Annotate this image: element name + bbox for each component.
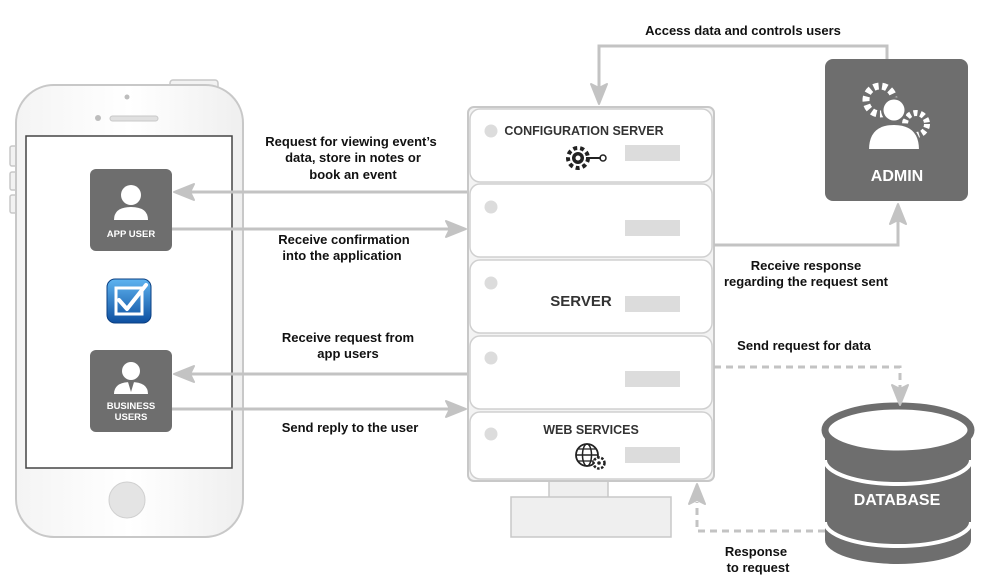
label-send-request-data: Send request for data bbox=[737, 338, 871, 353]
database-label: DATABASE bbox=[854, 492, 941, 509]
label-send-reply: Send reply to the user bbox=[282, 420, 419, 435]
label-request-view-1: Request for viewing event’s bbox=[265, 134, 436, 149]
server-label: SERVER bbox=[550, 293, 612, 310]
server-slot bbox=[625, 145, 680, 161]
admin-panel[interactable]: ADMIN bbox=[825, 59, 968, 201]
admin-gears-user-icon bbox=[862, 82, 930, 151]
label-receive-request-2: app users bbox=[317, 346, 378, 361]
business-users-label-line2: USERS bbox=[115, 412, 148, 423]
server-slot bbox=[625, 220, 680, 236]
admin-label: ADMIN bbox=[871, 168, 923, 185]
business-users-label-line1: BUSINESS bbox=[107, 401, 156, 412]
label-request-view-2: data, store in notes or bbox=[285, 150, 421, 165]
business-user-icon bbox=[114, 362, 148, 394]
phone-speaker bbox=[109, 115, 159, 122]
server-led bbox=[484, 124, 498, 138]
user-icon bbox=[114, 185, 148, 220]
arrow-send-request-data bbox=[714, 365, 909, 406]
arrow-request-view bbox=[173, 183, 468, 201]
server-slot bbox=[625, 371, 680, 387]
phone-home-button[interactable] bbox=[108, 481, 146, 519]
arrow-access-data bbox=[590, 44, 889, 105]
arrow-send-reply bbox=[172, 400, 467, 418]
web-services-label: WEB SERVICES bbox=[543, 423, 639, 437]
server-unit-main[interactable]: SERVER bbox=[469, 259, 713, 334]
server-unit-4[interactable] bbox=[469, 335, 713, 410]
server-led bbox=[484, 351, 498, 365]
business-users-tile[interactable]: BUSINESS USERS bbox=[90, 350, 172, 432]
server-stand bbox=[510, 480, 672, 538]
arrow-receive-request bbox=[173, 365, 468, 383]
server-unit-configuration[interactable]: CONFIGURATION SERVER bbox=[469, 108, 713, 183]
phone-camera bbox=[124, 94, 130, 100]
app-icon[interactable] bbox=[106, 278, 152, 324]
server-slot bbox=[625, 447, 680, 463]
arrow-receive-confirmation bbox=[172, 220, 467, 238]
server-slot bbox=[625, 296, 680, 312]
label-response-request-1: Response bbox=[725, 544, 787, 559]
server-unit-2[interactable] bbox=[469, 183, 713, 258]
arrow-receive-response bbox=[714, 203, 907, 247]
server-unit-web-services[interactable]: WEB SERVICES bbox=[469, 411, 713, 480]
phone-sensor bbox=[95, 115, 101, 121]
label-receive-confirmation-2: into the application bbox=[282, 248, 401, 263]
server-led bbox=[484, 427, 498, 441]
label-receive-response-2: regarding the request sent bbox=[724, 274, 889, 289]
app-user-tile[interactable]: APP USER bbox=[90, 169, 172, 251]
checkbox-icon bbox=[114, 286, 144, 316]
label-request-view-3: book an event bbox=[309, 167, 397, 182]
app-user-label: APP USER bbox=[107, 229, 156, 240]
server-led bbox=[484, 276, 498, 290]
server-led bbox=[484, 200, 498, 214]
label-response-request-2: to request bbox=[727, 560, 791, 575]
database-cylinder[interactable]: DATABASE bbox=[821, 402, 975, 564]
check-mark-icon bbox=[117, 283, 148, 311]
label-receive-request-1: Receive request from bbox=[282, 330, 414, 345]
gear-key-icon bbox=[566, 146, 607, 170]
globe-gear-icon bbox=[575, 443, 606, 470]
label-receive-confirmation-1: Receive confirmation bbox=[278, 232, 410, 247]
configuration-server-label: CONFIGURATION SERVER bbox=[504, 124, 663, 138]
arrow-response-request bbox=[688, 483, 825, 533]
label-receive-response-1: Receive response bbox=[751, 258, 862, 273]
label-access-data: Access data and controls users bbox=[645, 23, 841, 38]
